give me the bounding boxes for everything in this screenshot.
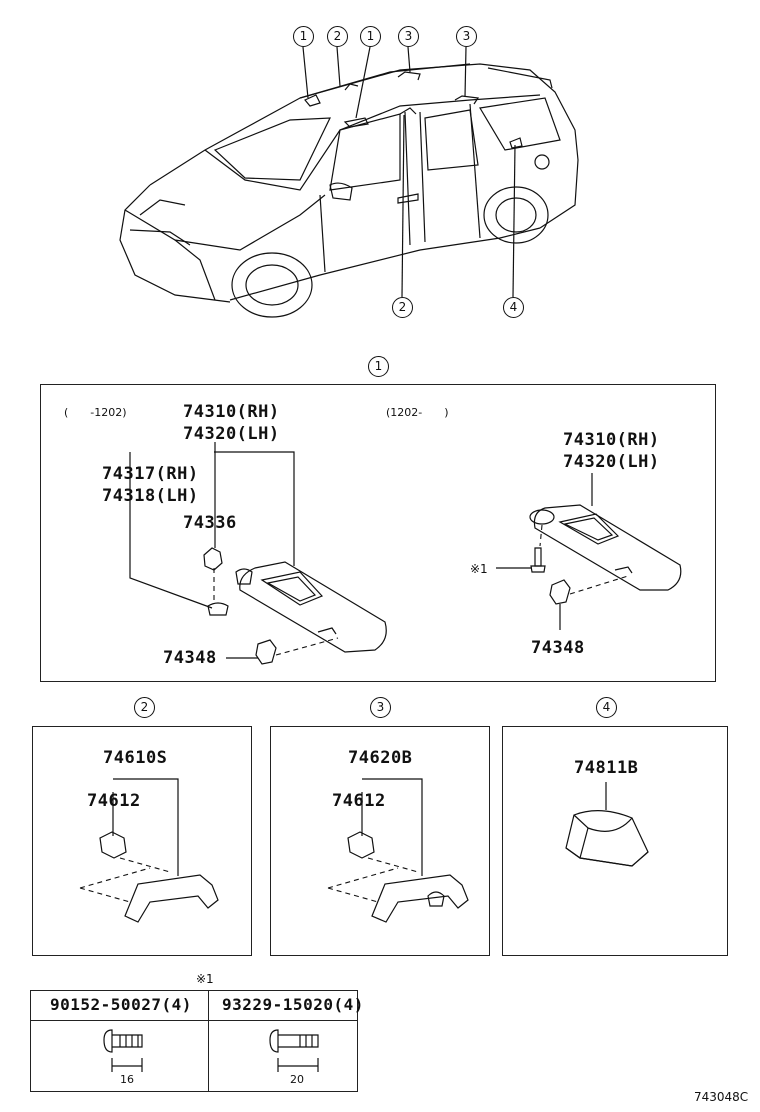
grip-3-leaders [327,778,423,903]
bolt-table-mark: ※1 [196,972,214,986]
part-room-lamp[interactable]: 74811B [574,758,639,778]
part-hook-left[interactable]: 74348 [163,648,217,668]
grip-2-drawing [99,831,219,923]
bolt-part-1[interactable]: 90152-50027(4) [50,995,192,1014]
lamp-drawing [565,810,649,867]
left-range-label: ( -1202) [64,406,127,419]
bolt-2-drawing [269,1029,319,1072]
visor-right-drawing [529,504,682,605]
grip-2-leaders [79,778,179,903]
part-clip[interactable]: 74336 [183,513,237,533]
visor-right-leaders [496,473,629,630]
bolt-table-header-divider [30,1020,358,1021]
section-1-number: 1 [368,356,389,377]
bolt-1-drawing [103,1029,143,1072]
callout-1-b[interactable]: 1 [360,26,381,47]
visor-left-leaders [129,442,339,659]
part-hook-right[interactable]: 74348 [531,638,585,658]
callout-2-a[interactable]: 2 [327,26,348,47]
callout-2-b[interactable]: 2 [392,297,413,318]
part-visor-lh-right[interactable]: 74320(LH) [563,452,660,472]
bolt-length-1: 16 [120,1073,134,1086]
visor-left-drawing [203,547,387,665]
bolt-table-column-divider [208,990,209,1092]
part-holder-lh[interactable]: 74318(LH) [102,486,199,506]
bolt-part-2[interactable]: 93229-15020(4) [222,995,364,1014]
section-4-box [502,726,728,956]
part-visor-lh-left[interactable]: 74320(LH) [183,424,280,444]
bolt-table [30,990,358,1092]
part-holder-rh[interactable]: 74317(RH) [102,464,199,484]
callout-3-b[interactable]: 3 [456,26,477,47]
section-4-number: 4 [596,697,617,718]
section-3-number: 3 [370,697,391,718]
diagram-code: 743048C [694,1090,749,1104]
part-grip-3[interactable]: 74620B [348,748,413,768]
part-cover-3[interactable]: 74612 [332,791,386,811]
section-2-number: 2 [134,697,155,718]
callout-3-a[interactable]: 3 [398,26,419,47]
section-1-box [40,384,716,682]
part-visor-rh-left[interactable]: 74310(RH) [183,402,280,422]
callout-4[interactable]: 4 [503,297,524,318]
grip-3-drawing [347,831,469,923]
overview-leaders [302,46,516,298]
callout-1-a[interactable]: 1 [293,26,314,47]
section-3-box [270,726,490,956]
screw-reference-mark: ※1 [470,562,488,576]
bolt-length-2: 20 [290,1073,304,1086]
right-range-label: (1202- ) [386,406,449,419]
section-2-box [32,726,252,956]
part-grip-2[interactable]: 74610S [103,748,168,768]
part-cover-2[interactable]: 74612 [87,791,141,811]
car-illustration [119,63,579,318]
part-visor-rh-right[interactable]: 74310(RH) [563,430,660,450]
